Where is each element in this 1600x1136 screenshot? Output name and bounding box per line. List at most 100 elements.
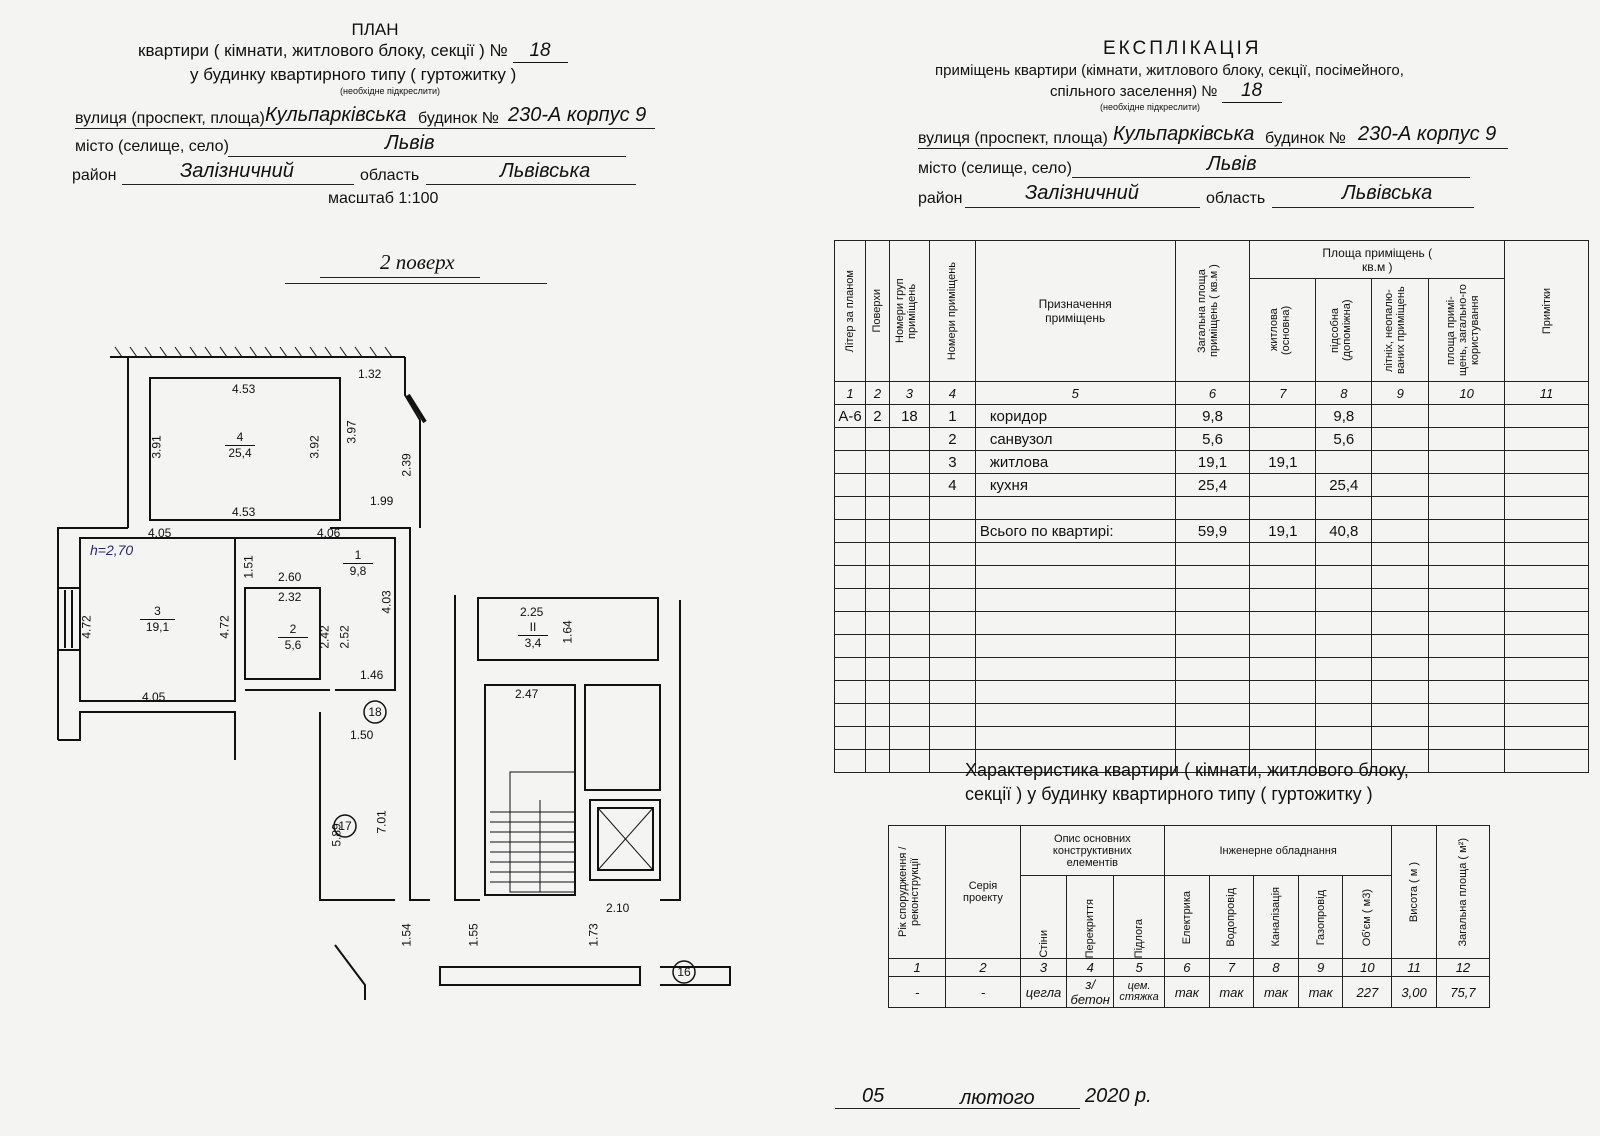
char-hdr-floor: Підлога bbox=[1133, 918, 1146, 958]
cell-aux: 9,8 bbox=[1315, 404, 1373, 428]
plan-line1-text: квартири ( кімнати, житлового блоку, сек… bbox=[138, 41, 508, 60]
char-hdr-height: Висота ( м ) bbox=[1408, 861, 1421, 923]
total-aux: 40,8 bbox=[1315, 519, 1373, 543]
hdr-groups: Номери груп приміщень bbox=[894, 278, 919, 344]
hdr-room-numbers: Номери приміщень bbox=[946, 261, 959, 361]
char-colnum-9: 9 bbox=[1297, 958, 1344, 977]
hdr-living: житлова (основна) bbox=[1267, 305, 1292, 355]
hdr-area-group: Площа приміщень ( кв.м ) bbox=[1322, 245, 1433, 274]
char-colnum-12: 12 bbox=[1435, 958, 1491, 977]
dim-247: 2.47 bbox=[515, 687, 539, 701]
expl-district-label: район bbox=[918, 190, 963, 207]
colnum-10: 10 bbox=[1428, 381, 1506, 405]
plan-district-label: район bbox=[72, 167, 117, 184]
dim-701: 7.01 bbox=[374, 810, 389, 834]
total-area: 59,9 bbox=[1174, 519, 1251, 543]
hdr-floor: Поверхи bbox=[871, 289, 884, 333]
colnum-3: 3 bbox=[888, 381, 930, 405]
expl-number: 18 bbox=[1221, 80, 1282, 103]
colnum-2: 2 bbox=[864, 381, 890, 405]
char-ceilings: з/бетон bbox=[1066, 976, 1115, 1008]
dim-252: 2.52 bbox=[337, 625, 352, 649]
cell-group: 18 bbox=[888, 404, 930, 428]
char-electric: так bbox=[1164, 976, 1210, 1008]
cell-floor bbox=[864, 427, 890, 451]
cell-num: 2 bbox=[928, 427, 976, 451]
char-colnum-7: 7 bbox=[1208, 958, 1255, 977]
expl-line1: приміщень квартири (кімнати, житлового б… bbox=[935, 62, 1404, 79]
cell-total: 19,1 bbox=[1174, 450, 1251, 474]
plan-line2: у будинку квартирного типу ( гуртожитку … bbox=[190, 65, 517, 84]
dim-260: 2.60 bbox=[278, 570, 302, 584]
plan-district: Залізничний bbox=[180, 160, 294, 182]
dim-232: 2.32 bbox=[278, 590, 302, 604]
mark-17: 17 bbox=[338, 819, 352, 833]
char-hdr-ceilings: Перекриття bbox=[1084, 898, 1097, 958]
room4-number: 4 bbox=[236, 430, 244, 444]
char-hdr-year: Рік спорудження / реконструкції bbox=[897, 846, 922, 938]
room3-area: 19,1 bbox=[140, 619, 175, 634]
expl-region: Львівська bbox=[1342, 182, 1433, 204]
cell-living bbox=[1249, 404, 1317, 428]
dim-132: 1.32 bbox=[358, 367, 382, 381]
char-title-2: секції ) у будинку квартирного типу ( гу… bbox=[965, 784, 1373, 804]
dim-453-top: 4.53 bbox=[232, 382, 256, 396]
cell-aux: 5,6 bbox=[1315, 427, 1373, 451]
total-living: 19,1 bbox=[1249, 519, 1317, 543]
table-row: 3 житлова 19,1 19,1 bbox=[834, 450, 1589, 474]
cell-floor bbox=[864, 450, 890, 474]
dim-210: 2.10 bbox=[606, 901, 630, 915]
dim-146: 1.46 bbox=[360, 668, 384, 682]
expl-street: Кульпарківська bbox=[1113, 123, 1255, 145]
char-title-1: Характеристика квартири ( кімнати, житло… bbox=[965, 760, 1409, 780]
room2-area: 5,6 bbox=[278, 637, 308, 652]
cell-name: санвузол bbox=[974, 427, 1176, 451]
total-row: Всього по квартирі: 59,9 19,1 40,8 bbox=[834, 519, 1589, 543]
explication-table: Літер за планом Поверхи Номери груп прим… bbox=[834, 239, 1589, 773]
cell-num: 4 bbox=[928, 473, 976, 497]
dim-472-left: 4.72 bbox=[79, 615, 94, 639]
mark-16: 16 bbox=[677, 965, 691, 979]
dim-453-bottom: 4.53 bbox=[232, 505, 256, 519]
expl-city-label: місто (селище, село) bbox=[918, 160, 1072, 177]
char-colnum-5: 5 bbox=[1113, 958, 1166, 977]
mark-18: 18 bbox=[368, 705, 382, 719]
colnum-5: 5 bbox=[974, 381, 1176, 405]
colnum-8: 8 bbox=[1315, 381, 1373, 405]
hdr-total-area: Загальна площа приміщень ( кв.м ) bbox=[1195, 264, 1220, 358]
characteristics-table: Рік спорудження / реконструкції Серія пр… bbox=[887, 824, 1491, 1008]
table-row: 4 кухня 25,4 25,4 bbox=[834, 473, 1589, 497]
plan-number: 18 bbox=[512, 40, 568, 63]
dim-403: 4.03 bbox=[379, 590, 394, 614]
total-label: Всього по квартирі: bbox=[974, 519, 1176, 543]
roomII-number: II bbox=[529, 620, 537, 634]
cell-name: коридор bbox=[974, 404, 1176, 428]
cell-group bbox=[888, 450, 930, 474]
table-row: 2 санвузол 5,6 5,6 bbox=[834, 427, 1589, 451]
cell-floor bbox=[864, 473, 890, 497]
plan-region: Львівська bbox=[500, 160, 591, 182]
dim-391: 3.91 bbox=[149, 435, 164, 459]
char-hdr-walls: Стіни bbox=[1037, 930, 1050, 958]
dim-150: 1.50 bbox=[350, 728, 374, 742]
plan-note: (необхідне підкреслити) bbox=[340, 86, 441, 96]
expl-building-label: будинок № bbox=[1265, 130, 1346, 147]
char-colnum-11: 11 bbox=[1391, 958, 1437, 977]
hdr-aux: підсобна (допоміжна) bbox=[1328, 299, 1353, 361]
char-volume: 227 bbox=[1342, 976, 1393, 1008]
cell-liter: А-6 bbox=[834, 404, 866, 428]
table-row: А-6 2 18 1 коридор 9,8 9,8 bbox=[834, 404, 1589, 428]
cell-living bbox=[1249, 473, 1317, 497]
dim-405-top: 4.05 bbox=[148, 526, 172, 540]
char-hdr-volume: Об'єм ( м3) bbox=[1361, 888, 1374, 946]
char-height: 3,00 bbox=[1391, 976, 1437, 1008]
hdr-notes: Примітки bbox=[1540, 287, 1553, 335]
expl-note: (необхідне підкреслити) bbox=[1100, 102, 1201, 112]
ceiling-height-note: h=2,70 bbox=[90, 542, 134, 558]
expl-title: ЕКСПЛІКАЦІЯ bbox=[1103, 38, 1262, 59]
colnum-4: 4 bbox=[928, 381, 976, 405]
hdr-common: площа примі-щень, загально-го користуван… bbox=[1444, 284, 1481, 377]
roomII-area: 3,4 bbox=[518, 635, 548, 650]
plan-city: Львів bbox=[385, 132, 435, 154]
char-colnum-6: 6 bbox=[1164, 958, 1210, 977]
